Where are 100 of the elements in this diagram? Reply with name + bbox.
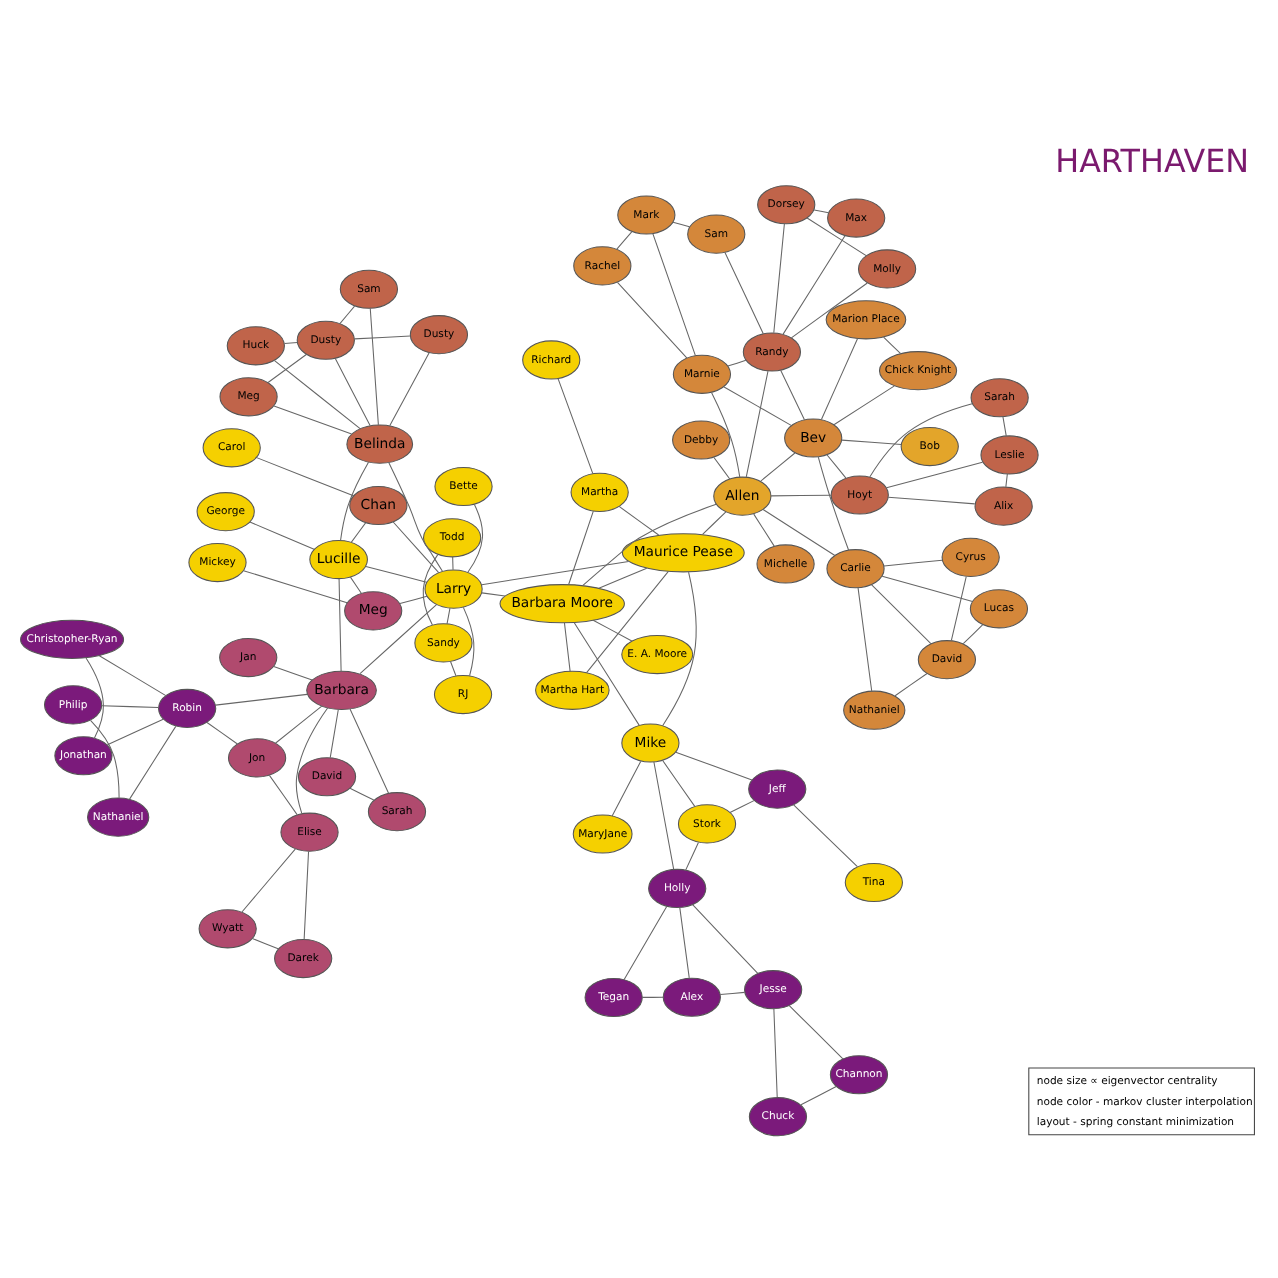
connector (592, 619, 633, 642)
diagram-title: HARTHAVEN (1055, 141, 1250, 180)
connector (129, 725, 177, 800)
connector (243, 570, 348, 604)
connector (675, 751, 753, 781)
connector (770, 494, 832, 497)
connector (349, 708, 390, 794)
connector (106, 718, 164, 746)
connector (883, 336, 901, 354)
connector (719, 991, 746, 996)
connector (256, 457, 354, 497)
connector (90, 719, 120, 799)
connector (653, 761, 675, 870)
connector (98, 655, 167, 697)
connector (727, 359, 747, 367)
connector (623, 905, 668, 980)
connector (598, 567, 648, 589)
connector (251, 938, 279, 950)
connector (729, 800, 755, 814)
connector (303, 851, 310, 940)
connector (481, 560, 630, 586)
connector (206, 721, 238, 745)
connector (817, 456, 850, 551)
connector (692, 904, 759, 974)
connector (886, 461, 983, 489)
connector (1005, 473, 1008, 488)
connector (446, 607, 451, 625)
connector (702, 511, 727, 535)
connector (611, 760, 642, 817)
connector (349, 787, 375, 801)
connector (773, 1008, 778, 1098)
connector (782, 235, 846, 335)
connector (462, 606, 475, 677)
connector (790, 282, 868, 339)
connector (101, 705, 159, 709)
connector (780, 369, 805, 421)
connector (241, 848, 296, 913)
connector (365, 566, 428, 583)
connector (467, 503, 484, 573)
connector (389, 352, 430, 427)
connector (586, 570, 669, 674)
connector (557, 378, 594, 475)
connector (85, 657, 104, 739)
connector (793, 804, 858, 868)
connector (353, 335, 411, 340)
connector (481, 592, 506, 597)
connector (616, 231, 633, 250)
connector (753, 513, 775, 547)
connector (618, 505, 660, 536)
connector (820, 338, 859, 421)
connector (713, 456, 731, 480)
connector (724, 252, 764, 335)
connector (573, 621, 640, 726)
connector (950, 576, 967, 641)
connector (452, 556, 454, 571)
connector (388, 462, 443, 572)
connector (806, 217, 867, 257)
connector (582, 503, 717, 587)
connector (450, 661, 457, 677)
connector (283, 342, 298, 345)
connector (563, 622, 571, 672)
connector (662, 571, 697, 727)
connector (1002, 416, 1007, 437)
connector (274, 360, 361, 430)
connector (295, 707, 329, 814)
connector (685, 842, 699, 871)
connector (652, 233, 696, 356)
connector (334, 357, 371, 427)
connector (857, 587, 873, 692)
connector (267, 354, 307, 384)
connector (339, 305, 356, 325)
connector (350, 522, 367, 543)
connector (641, 996, 664, 998)
connector (273, 666, 313, 681)
connector (616, 281, 688, 359)
connector (883, 559, 943, 567)
connector (826, 454, 847, 479)
connector (679, 907, 690, 979)
connector (841, 439, 902, 445)
connector (359, 604, 438, 675)
connector (214, 693, 308, 706)
connector (274, 705, 323, 744)
connector (422, 554, 439, 626)
connector (788, 1005, 844, 1060)
connector (329, 708, 339, 759)
connector (745, 370, 769, 478)
connector (870, 584, 932, 645)
connector (369, 307, 379, 426)
connector (894, 672, 928, 697)
connector (340, 461, 370, 541)
connector (349, 576, 362, 594)
connector (268, 774, 298, 816)
connector (813, 209, 830, 214)
connector (887, 496, 976, 505)
connector (273, 405, 353, 435)
connector (723, 386, 792, 426)
connector (711, 392, 741, 478)
connector (338, 578, 342, 672)
connector (568, 510, 594, 585)
connector (662, 760, 696, 807)
